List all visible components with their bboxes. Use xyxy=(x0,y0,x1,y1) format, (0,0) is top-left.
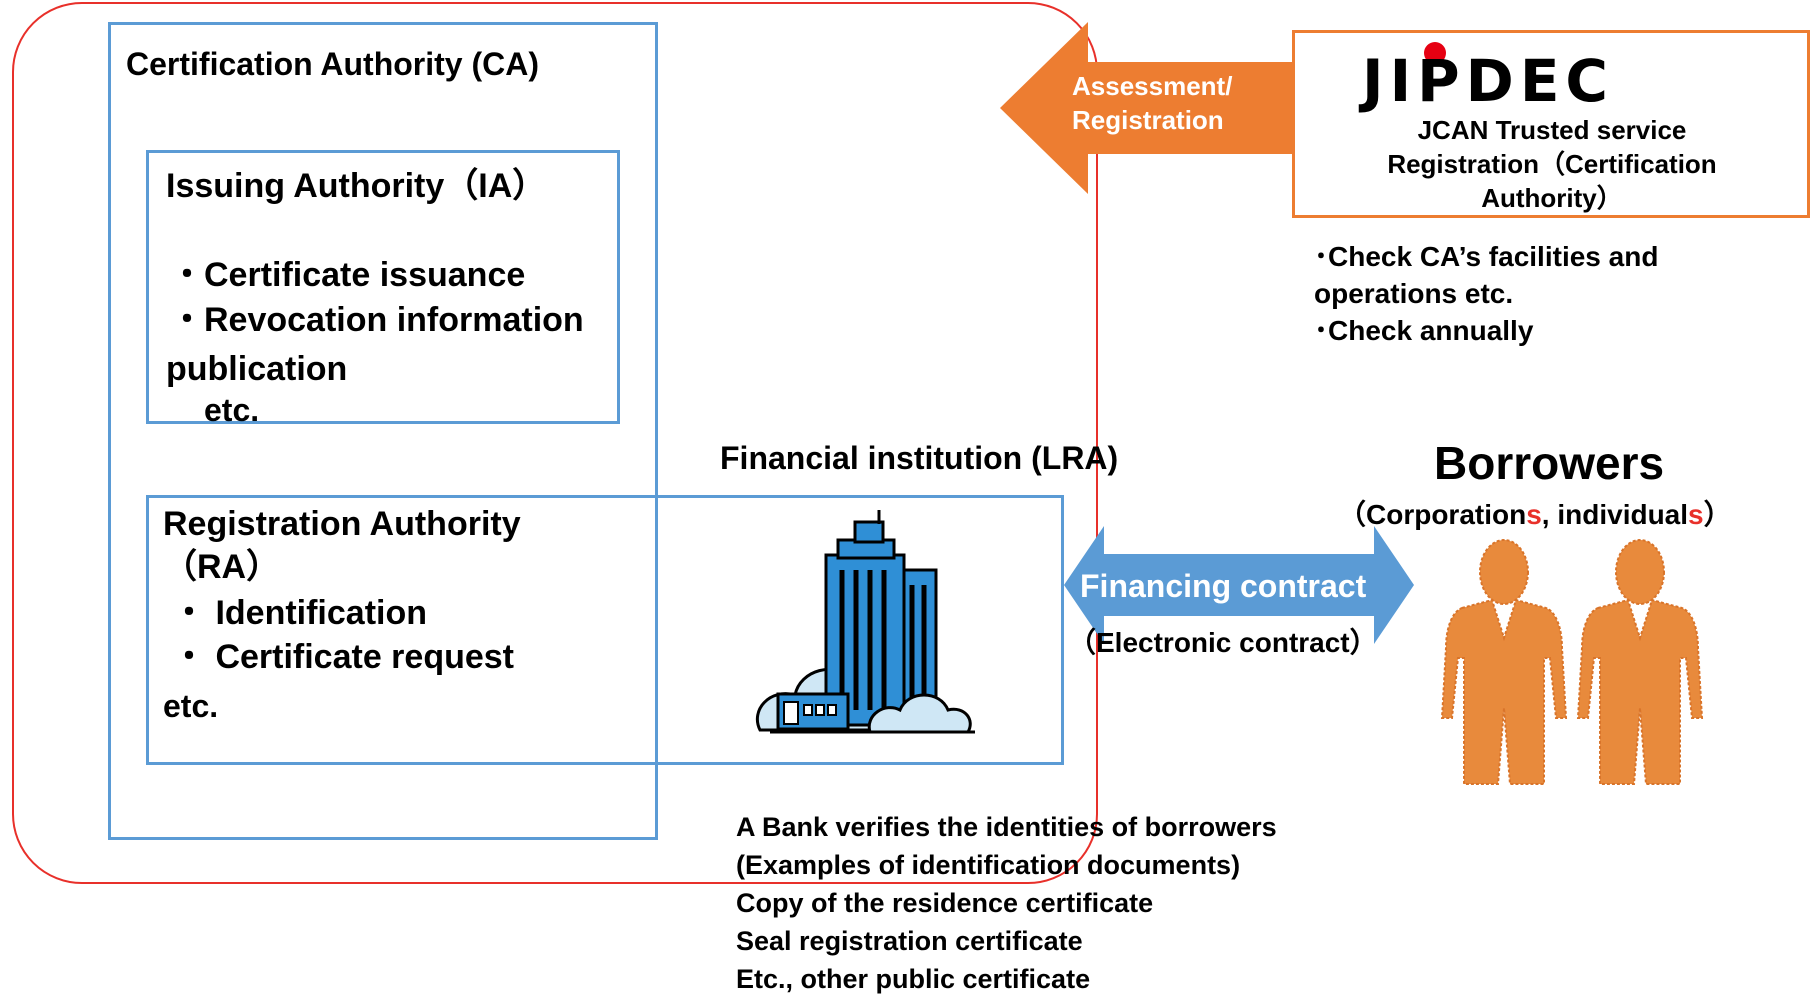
jipdec-logo: JIPDEC xyxy=(1362,42,1662,112)
bank-verification-note: A Bank verifies the identities of borrow… xyxy=(736,808,1277,998)
check-facilities: ･Check CA’s facilities and xyxy=(1314,241,1659,272)
ra-title-abbrev: （RA） xyxy=(163,548,281,586)
jipdec-logo-dot xyxy=(1424,42,1446,64)
ia-box xyxy=(146,150,620,424)
office-building-icon xyxy=(756,510,975,734)
borrowers-sub-mid: , individual xyxy=(1541,499,1689,530)
assessment-label-line1: Assessment/ xyxy=(1072,71,1233,101)
ra-line-request: ・ Certificate request xyxy=(172,638,514,676)
jipdec-caption-line1: JCAN Trusted service xyxy=(1417,115,1687,145)
bank-note-line1: A Bank verifies the identities of borrow… xyxy=(736,812,1277,842)
ia-line-issuance: ・Certificate issuance xyxy=(170,256,526,294)
jipdec-box xyxy=(1292,30,1810,218)
ra-line-identification: ・ Identification xyxy=(172,594,427,632)
bank-note-line4: Seal registration certificate xyxy=(736,926,1083,956)
ia-title: Issuing Authority（IA） xyxy=(166,167,547,205)
jipdec-checks: ･Check CA’s facilities and operations et… xyxy=(1314,238,1658,350)
financing-contract-arrow-icon xyxy=(1064,526,1414,644)
jipdec-caption-line3: Authority） xyxy=(1481,182,1623,213)
bank-note-line5: Etc., other public certificate xyxy=(736,964,1091,994)
borrowers-sub-open: （Corporation xyxy=(1338,499,1527,530)
ca-title: Certification Authority (CA) xyxy=(126,46,540,82)
borrowers-people-icon xyxy=(1440,539,1704,785)
lra-title: Financial institution (LRA) xyxy=(720,440,1119,476)
ia-line-revocation: ・Revocation information xyxy=(170,301,584,339)
ia-line-publication: publication xyxy=(166,350,348,388)
financing-contract-label: Financing contract xyxy=(1080,568,1367,604)
assessment-label-line2: Registration xyxy=(1072,104,1224,135)
borrowers-sub-s1: s xyxy=(1526,499,1542,530)
jipdec-caption: JCAN Trusted service Registration（Certif… xyxy=(1300,114,1804,215)
ia-line-etc: etc. xyxy=(204,392,260,428)
check-operations: operations etc. xyxy=(1314,278,1514,310)
ca-box xyxy=(108,22,658,840)
ra-line-etc: etc. xyxy=(163,688,219,724)
borrowers-sub-close: ） xyxy=(1703,499,1732,530)
bank-note-line3: Copy of the residence certificate xyxy=(736,888,1154,918)
ra-lra-box xyxy=(146,495,1064,765)
ca-scope-frame xyxy=(12,2,1098,884)
check-annually: ･Check annually xyxy=(1314,315,1534,347)
ra-title: Registration Authority xyxy=(163,505,521,543)
bank-note-line2: (Examples of identification documents) xyxy=(736,850,1241,880)
person-silhouette-icon xyxy=(1440,539,1568,785)
borrowers-title: Borrowers xyxy=(1434,437,1665,489)
assessment-arrow-label: Assessment/ Registration xyxy=(1072,70,1232,138)
jipdec-logo-text: JIPDEC xyxy=(1362,47,1614,115)
jipdec-caption-line2: Registration（Certification xyxy=(1387,148,1717,179)
person-silhouette-icon xyxy=(1576,539,1704,785)
borrowers-subtitle: （Corporations, individuals） xyxy=(1338,496,1732,533)
assessment-arrow-icon xyxy=(1000,22,1300,194)
borrowers-sub-s2: s xyxy=(1688,499,1704,530)
electronic-contract-label: （Electronic contract） xyxy=(1068,627,1378,658)
